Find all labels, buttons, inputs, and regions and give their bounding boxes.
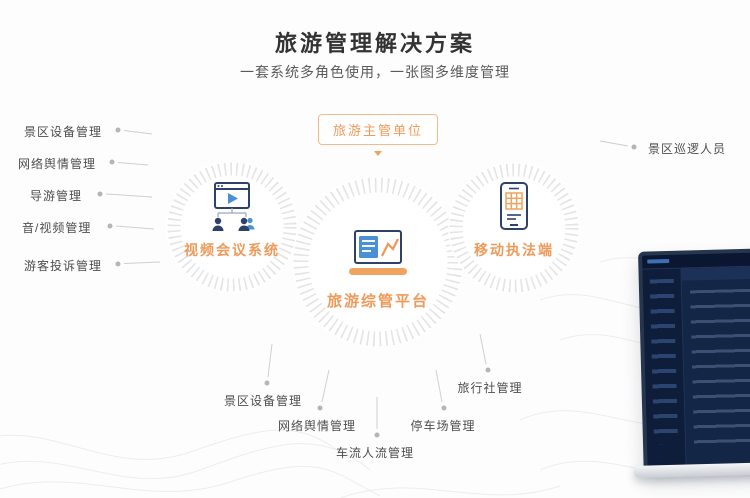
dashboard-body bbox=[642, 265, 750, 470]
bottom-label-traffic: 车流人流管理 bbox=[335, 446, 415, 460]
bottom-label-parking: 停车场管理 bbox=[410, 419, 476, 433]
left-label-complaint: 游客投诉管理 bbox=[24, 259, 103, 273]
dashboard-table bbox=[681, 265, 750, 469]
dashboard-sidebar bbox=[642, 268, 687, 470]
laptop-screen bbox=[637, 247, 750, 474]
left-label-equipment: 景区设备管理 bbox=[24, 125, 103, 139]
bottom-label-agency: 旅行社管理 bbox=[457, 381, 523, 395]
right-label-patrol: 景区巡逻人员 bbox=[648, 142, 727, 156]
handheld-device-icon bbox=[500, 182, 528, 230]
video-meeting-icon bbox=[212, 182, 255, 231]
page-title: 旅游管理解决方案 bbox=[274, 31, 475, 56]
bottom-label-equipment: 景区设备管理 bbox=[223, 394, 303, 408]
laptop-chart-icon bbox=[349, 230, 407, 275]
page-subtitle: 一套系统多角色使用，一张图多维度管理 bbox=[240, 64, 510, 80]
authority-label: 旅游主管单位 bbox=[317, 114, 439, 145]
connector-dots bbox=[97, 127, 637, 438]
dashboard-topbar bbox=[642, 251, 750, 270]
left-label-guide: 导游管理 bbox=[30, 189, 83, 203]
left-label-av: 音/视频管理 bbox=[22, 221, 92, 235]
laptop-mockup bbox=[628, 247, 750, 491]
node-label-mobile-enforcement: 移动执法端 bbox=[474, 242, 554, 258]
bottom-label-opinion: 网络舆情管理 bbox=[277, 419, 357, 433]
down-arrow-icon bbox=[374, 151, 382, 156]
connector-lines bbox=[105, 130, 629, 429]
node-label-video-conference: 视频会议系统 bbox=[184, 242, 280, 258]
node-label-platform: 旅游综管平台 bbox=[326, 293, 430, 310]
left-label-opinion: 网络舆情管理 bbox=[18, 157, 97, 171]
